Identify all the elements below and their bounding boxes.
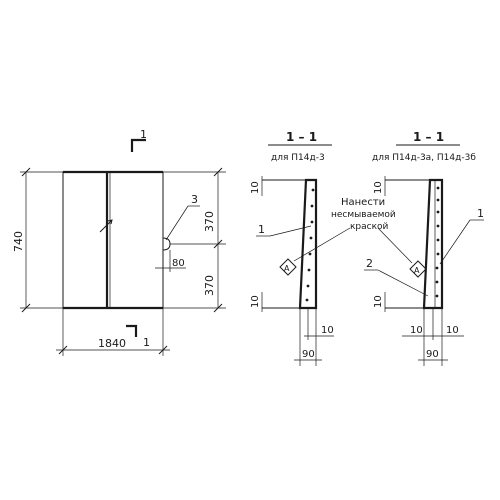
section-b-dim-width: 90 [426,349,439,360]
section-a-title: 1 – 1 [286,130,317,144]
rebar-dot [435,294,439,298]
note-line-3: краской [350,222,389,232]
section-b-callout-2: 2 [366,257,373,270]
section-b-dim-top: 10 [373,181,384,194]
plan-dim-lower: 370 [203,275,216,296]
section-a-mark-letter: А [284,264,290,273]
rebar-dot [436,186,440,190]
plan-dim-offset: 80 [172,258,185,269]
section-b-callout-1: 1 [477,207,484,220]
rebar-dot [436,252,440,256]
section-b-rebar-dots [435,186,440,298]
plan-dim-tick-r3 [213,303,223,313]
rebar-dot [436,238,440,242]
rebar-dot [311,188,315,192]
section-a: 1 – 1 для П14д-3 10 10 А 1 [250,130,351,366]
section-a-mark-diamond [279,258,297,276]
plan-dim-tick-bottom [21,303,31,313]
rebar-dot [436,210,440,214]
plan-dim-tick-r2 [213,239,223,249]
section-a-callout-1: 1 [258,223,265,236]
section-b-callout-2-leader [377,269,429,297]
plan-section-mark-bottom: 1 [143,336,150,349]
section-b-dim-right: 10 [446,325,459,336]
rebar-dot [436,224,440,228]
rebar-dot [305,298,309,302]
note-line-2: несмываемой [331,210,396,220]
section-b-dim-bottom: 10 [373,295,384,308]
section-a-subtitle: для П14д-3 [271,153,325,163]
rebar-dot [310,204,314,208]
section-a-rebar-dots [305,188,315,302]
section-b-mark-letter: А [414,266,420,275]
section-b-slab-profile [422,178,444,310]
plan-view: 1 1 740 370 370 80 [12,128,226,356]
section-b: 1 – 1 для П14д-3а, П14д-3б 10 10 А [364,130,484,366]
section-b-mark-diamond [409,260,427,278]
section-cut-top [130,138,146,152]
plan-section-mark-top: 1 [140,128,147,141]
section-b-note-leader [377,227,413,264]
plan-panel-outline [62,171,164,309]
plan-dim-upper: 370 [203,211,216,232]
plan-dim-tick-top [21,167,31,177]
section-cut-bottom [126,324,138,337]
section-b-dim-left: 10 [410,325,423,336]
section-b-subtitle: для П14д-3а, П14д-3б [372,153,476,163]
rebar-dot [306,284,310,288]
section-a-note-leader [293,227,351,262]
section-a-callout-leader [269,225,312,237]
plan-dim-tick-left [58,345,68,355]
section-a-dim-inner: 10 [321,325,334,336]
plan-dim-tick-r1 [213,167,223,177]
rebar-dot [435,266,439,270]
section-a-dim-width: 90 [302,349,315,360]
section-a-slab-profile [298,178,318,310]
plan-dim-height: 740 [12,231,25,252]
rebar-dot [310,220,314,224]
plan-direction-mark [99,219,113,233]
rebar-dot [308,252,312,256]
rebar-dot [435,280,439,284]
paint-note: Нанести несмываемой краской [331,197,396,232]
rebar-dot [436,198,440,202]
plan-dim-tick-right [158,345,168,355]
section-a-dim-bottom: 10 [250,295,261,308]
section-a-dim-top: 10 [250,181,261,194]
plan-callout-leader [165,205,189,241]
rebar-dot [307,268,311,272]
section-b-callout-1-leader [439,219,471,265]
plan-dim-width: 1840 [98,337,126,350]
rebar-dot [309,236,313,240]
plan-callout-3: 3 [191,193,198,206]
note-line-1: Нанести [341,197,385,208]
section-b-title: 1 – 1 [413,130,444,144]
